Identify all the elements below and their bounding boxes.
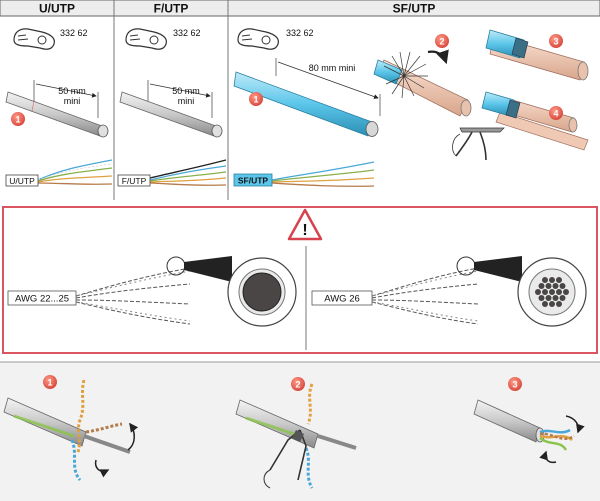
magnified-solid-conductor (227, 257, 297, 327)
braid-fanout-step (373, 49, 472, 117)
measure-arrow (277, 61, 379, 99)
step-marker-4-label: 4 (553, 109, 558, 119)
warning-section: ! AWG 22...25 (2, 206, 598, 354)
step-marker-3-label: 3 (553, 37, 558, 47)
step-marker-3 (549, 34, 563, 48)
step-marker-1-label: 1 (15, 115, 20, 125)
stripping-tool-icon (237, 28, 279, 50)
utp-wire-fan (37, 159, 113, 185)
curved-arrow-icon (427, 49, 449, 65)
warning-triangle-icon: ! (287, 208, 323, 241)
awg-26-panel: AWG 26 (311, 256, 587, 327)
folded-braid-step (485, 29, 589, 81)
ftp-cable (119, 91, 223, 138)
tool-code: 332 62 (286, 28, 314, 38)
warning-symbol: ! (302, 222, 307, 239)
bottom-step-2: 2 (235, 377, 357, 489)
measure-sublabel: mini (64, 96, 81, 106)
stripping-tool-icon (13, 28, 55, 50)
cut-foil-step (481, 91, 589, 151)
awg-22-25-panel: AWG 22...25 (7, 256, 297, 327)
tool-code: 332 62 (173, 28, 201, 38)
measure-label: 50 mm (58, 86, 86, 96)
step-marker-2-label: 2 (439, 37, 444, 47)
panel-ftp-title: F/UTP (154, 2, 189, 16)
step-marker-1 (43, 375, 57, 389)
panel-ftp: F/UTP 332 62 50 mm mini (117, 2, 227, 187)
magnified-stranded-conductor (517, 257, 587, 327)
step-marker-1-label: 1 (47, 378, 52, 388)
measure-label: 80 mm mini (309, 63, 356, 73)
stripping-tool-icon (125, 28, 167, 50)
step-marker-2 (291, 377, 305, 391)
step-marker-3-label: 3 (512, 380, 517, 390)
curved-arrow-icon (127, 422, 139, 451)
step-marker-2 (435, 34, 449, 48)
panel-utp-title: U/UTP (39, 2, 75, 16)
cable-type-label: SF/UTP (238, 176, 269, 186)
step-marker-1 (11, 112, 25, 126)
scissors-icon (452, 127, 505, 161)
top-row: U/UTP 332 62 50 mm mini 1 (0, 0, 600, 200)
curved-arrow-icon (94, 459, 110, 478)
sftp-wire-fan (271, 161, 375, 187)
awg-label-left: AWG 22...25 (15, 294, 69, 305)
panel-sftp: SF/UTP 332 62 80 mm mini 1 (233, 2, 589, 187)
curved-arrow-icon (539, 450, 557, 464)
sftp-cable (233, 71, 379, 137)
cable-type-label: F/UTP (122, 176, 147, 186)
panel-sftp-title: SF/UTP (393, 2, 436, 16)
measure-sublabel: mini (178, 96, 195, 106)
step-marker-3 (508, 377, 522, 391)
tool-code: 332 62 (60, 28, 88, 38)
step-marker-4 (549, 106, 563, 120)
utp-cable (5, 91, 109, 138)
bottom-step-3: 3 (473, 377, 585, 464)
bottom-step-1: 1 (3, 375, 139, 481)
measure-arrow (149, 83, 211, 98)
measure-label: 50 mm (172, 86, 200, 96)
ftp-wire-fan (149, 159, 227, 186)
curved-arrow-icon (565, 415, 585, 434)
awg-label-right: AWG 26 (324, 294, 360, 305)
pliers-icon (263, 429, 307, 489)
cable-type-label: U/UTP (9, 176, 35, 186)
measure-arrow (35, 83, 97, 98)
step-marker-1 (249, 92, 263, 106)
bottom-row: 1 2 3 (0, 361, 600, 501)
step-marker-1-label: 1 (253, 95, 258, 105)
step-marker-2-label: 2 (295, 380, 300, 390)
panel-utp: U/UTP 332 62 50 mm mini 1 (5, 2, 113, 187)
